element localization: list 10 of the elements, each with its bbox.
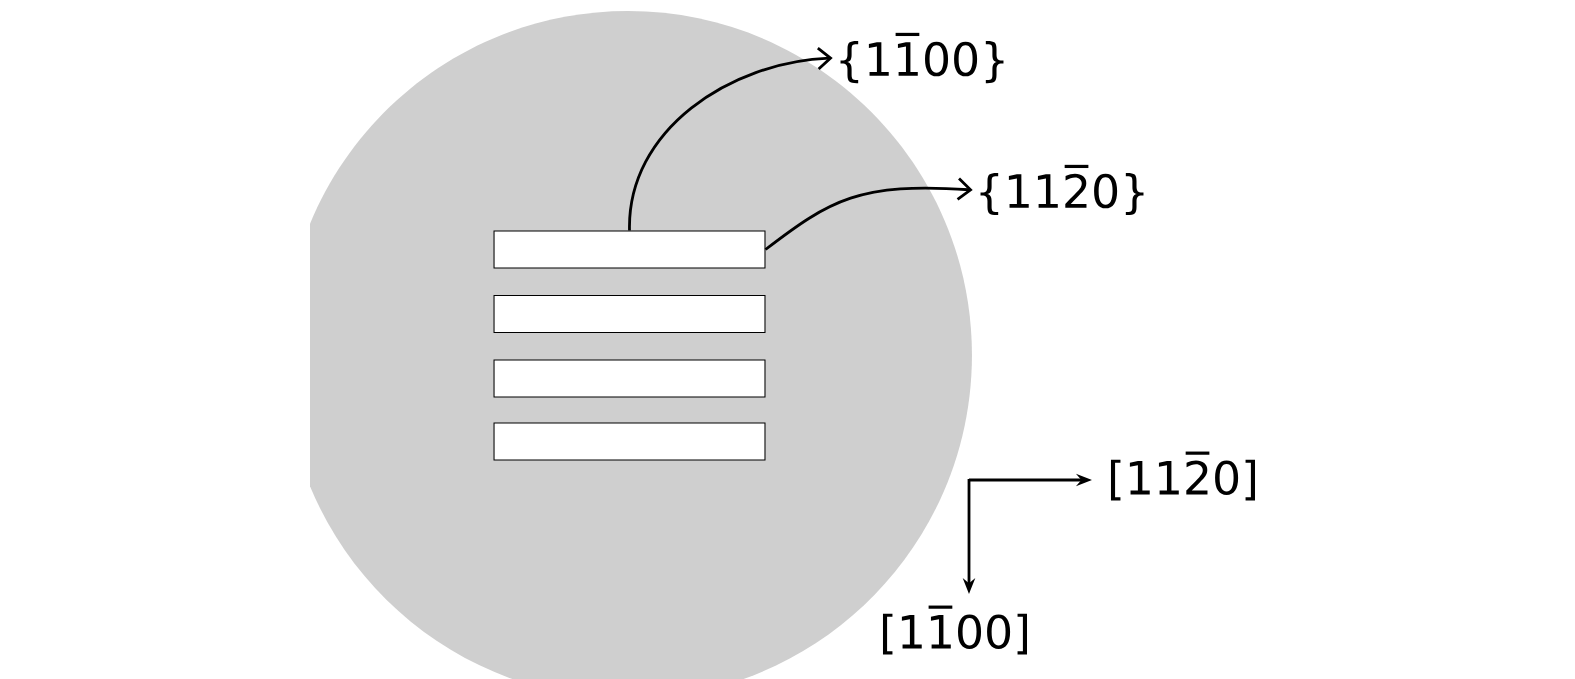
plane-label: {112̅0}: [980, 164, 1144, 216]
bar: [493, 422, 766, 461]
bar: [493, 359, 766, 398]
direction-label: [112̅0]: [1110, 451, 1255, 501]
bar: [493, 230, 766, 269]
bar: [493, 294, 766, 333]
curved-arrow: [628, 46, 833, 231]
curved-arrow: [764, 177, 973, 251]
direction-label: [11̅00]: [882, 605, 1027, 655]
plane-label: {11̅00}: [840, 32, 1004, 84]
